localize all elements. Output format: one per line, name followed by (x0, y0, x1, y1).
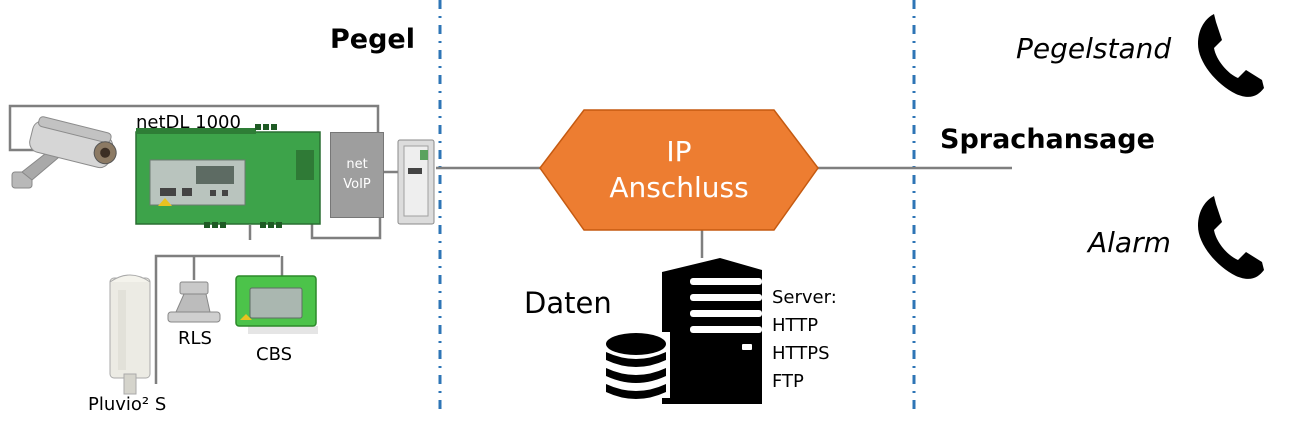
server-title: Server: (772, 287, 837, 308)
phone-handset-icon-alarm (1198, 196, 1264, 279)
ip-line2: Anschluss (609, 171, 749, 204)
pluvio-label: Pluvio² S (88, 394, 167, 415)
protocol-ftp: FTP (772, 371, 804, 392)
voip-box: net VoIP (330, 132, 384, 218)
voip-line2: VoIP (343, 177, 371, 192)
ip-hexagon-label: IP Anschluss (540, 110, 818, 230)
sprachansage-title: Sprachansage (940, 124, 1155, 155)
netdl-device (135, 124, 321, 228)
protocol-https: HTTPS (772, 343, 830, 364)
rls-sensor (167, 281, 221, 323)
cbs-label: CBS (256, 344, 293, 365)
pegel-title: Pegel (330, 24, 415, 55)
phone-handset-icon (1198, 14, 1264, 97)
cbs-device (235, 275, 318, 334)
pluvio-sensor (109, 274, 151, 395)
ip-hexagon (539, 109, 819, 231)
camera-icon (11, 116, 117, 189)
rls-label: RLS (178, 328, 212, 349)
server-icon (662, 258, 762, 404)
ip-line1: IP (666, 135, 692, 168)
server-protocol-list: Server: HTTP HTTPS FTP (772, 284, 837, 396)
protocol-http: HTTP (772, 315, 819, 336)
alarm-label: Alarm (1088, 226, 1171, 259)
voip-line1: net (346, 157, 368, 172)
daten-label: Daten (524, 286, 612, 320)
database-icon (604, 332, 670, 399)
netdl-label: netDL 1000 (136, 112, 241, 133)
pegelstand-label: Pegelstand (1016, 32, 1172, 65)
gateway-module (397, 139, 435, 225)
